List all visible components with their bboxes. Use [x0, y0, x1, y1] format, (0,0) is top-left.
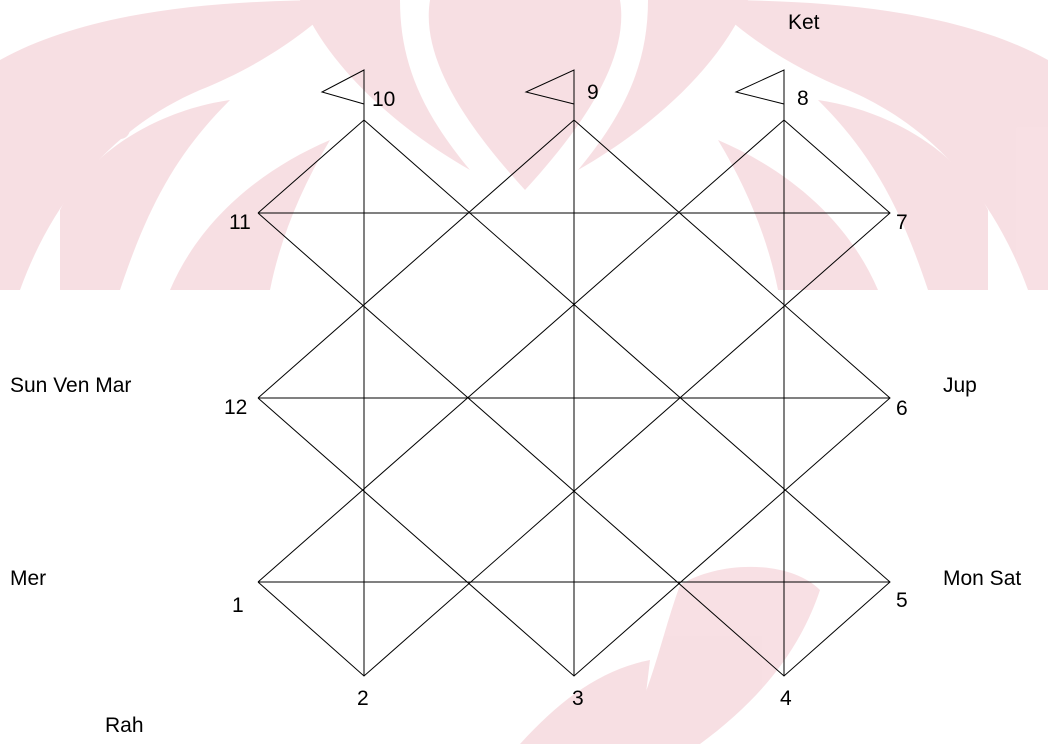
house-number-12: 12	[224, 397, 247, 418]
planets-house-8: Ket	[788, 12, 820, 33]
planets-house-2: Rah	[105, 715, 144, 736]
house-number-11: 11	[229, 212, 251, 233]
house-number-1: 1	[232, 595, 244, 616]
house-number-2: 2	[357, 688, 369, 709]
planets-house-6: Jup	[943, 375, 977, 396]
house-number-6: 6	[896, 398, 908, 419]
house-number-7: 7	[896, 212, 908, 233]
house-number-5: 5	[896, 590, 908, 611]
house-number-4: 4	[780, 688, 792, 709]
flag-house-10	[322, 70, 364, 120]
planets-house-12: Sun Ven Mar	[10, 375, 131, 396]
house-number-8: 8	[797, 88, 809, 109]
flag-house-8	[736, 70, 784, 120]
flag-house-9	[526, 70, 574, 120]
planets-house-5: Mon Sat	[943, 568, 1021, 589]
house-number-10: 10	[372, 89, 395, 110]
house-number-9: 9	[587, 82, 599, 103]
house-number-3: 3	[572, 688, 584, 709]
planets-house-1: Mer	[10, 568, 46, 589]
